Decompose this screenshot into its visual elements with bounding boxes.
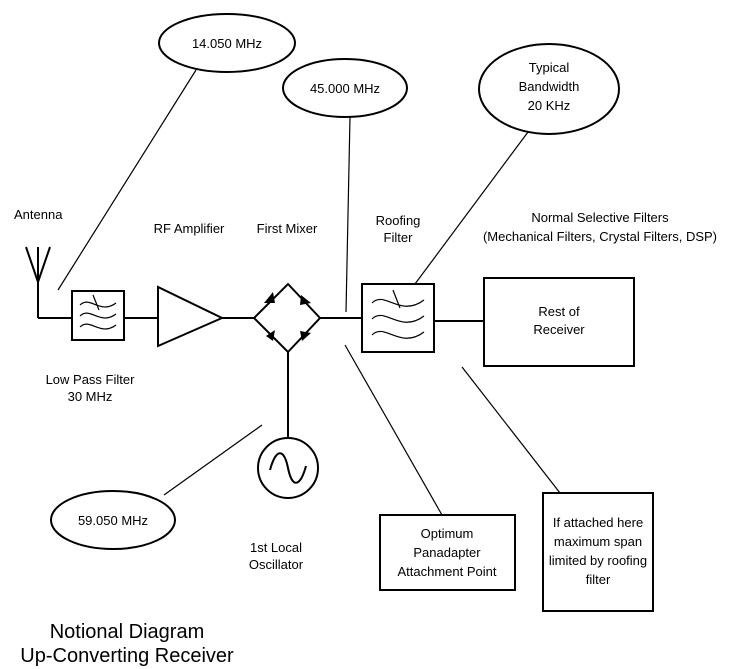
normal-filters-label-2: (Mechanical Filters, Crystal Filters, DS…	[483, 229, 717, 244]
lo-frequency-text: 59.050 MHz	[78, 513, 148, 528]
rest-of-receiver-box: Rest of Receiver	[483, 277, 635, 367]
leader-lines	[57, 69, 561, 516]
antenna-icon	[25, 246, 72, 319]
rest-of-receiver-line-1: Rest of	[538, 304, 580, 319]
span-note-line-3: limited by roofing	[549, 553, 647, 568]
antenna-label: Antenna	[14, 207, 63, 222]
span-note-line-4: filter	[586, 572, 611, 587]
bandwidth-line-2: Bandwidth	[519, 79, 580, 94]
mixer-diode-ring-icon	[252, 282, 322, 354]
roofing-filter-label-2: Filter	[384, 230, 414, 245]
lpf-frequency-text: 14.050 MHz	[192, 36, 262, 51]
bandwidth-line-1: Typical	[529, 60, 570, 75]
roofing-filter-icon	[361, 283, 435, 353]
lpf-frequency-callout: 14.050 MHz	[158, 13, 296, 73]
span-note-line-2: maximum span	[554, 534, 642, 549]
low-pass-filter-label-2: 30 MHz	[68, 389, 113, 404]
span-note-box: If attached here maximum span limited by…	[542, 492, 654, 612]
local-oscillator-label-1: 1st Local	[250, 540, 302, 555]
local-oscillator-icon	[257, 437, 319, 499]
first-mixer-label: First Mixer	[257, 221, 318, 236]
rf-amplifier-label: RF Amplifier	[154, 221, 225, 236]
low-pass-filter-icon	[71, 290, 125, 341]
normal-filters-label-1: Normal Selective Filters	[531, 210, 669, 225]
if-frequency-text: 45.000 MHz	[310, 81, 380, 96]
low-pass-filter-label-1: Low Pass Filter	[46, 372, 136, 387]
panadapter-box: Optimum Panadapter Attachment Point	[379, 514, 516, 591]
panadapter-line-3: Attachment Point	[398, 564, 497, 579]
lo-frequency-callout: 59.050 MHz	[50, 490, 176, 550]
panadapter-line-2: Panadapter	[413, 545, 481, 560]
bandwidth-callout: Typical Bandwidth 20 KHz	[478, 43, 620, 135]
bandwidth-line-3: 20 KHz	[528, 98, 571, 113]
diagram-title-line-1: Notional Diagram	[50, 621, 205, 643]
panadapter-line-1: Optimum	[421, 526, 474, 541]
span-note-line-1: If attached here	[553, 515, 643, 530]
rest-of-receiver-line-2: Receiver	[533, 322, 585, 337]
local-oscillator-label-2: Oscillator	[249, 557, 304, 572]
diagram-title-line-2: Up-Converting Receiver	[20, 645, 234, 667]
rf-amplifier-icon	[157, 285, 225, 348]
if-frequency-callout: 45.000 MHz	[282, 58, 408, 118]
roofing-filter-label-1: Roofing	[376, 213, 421, 228]
